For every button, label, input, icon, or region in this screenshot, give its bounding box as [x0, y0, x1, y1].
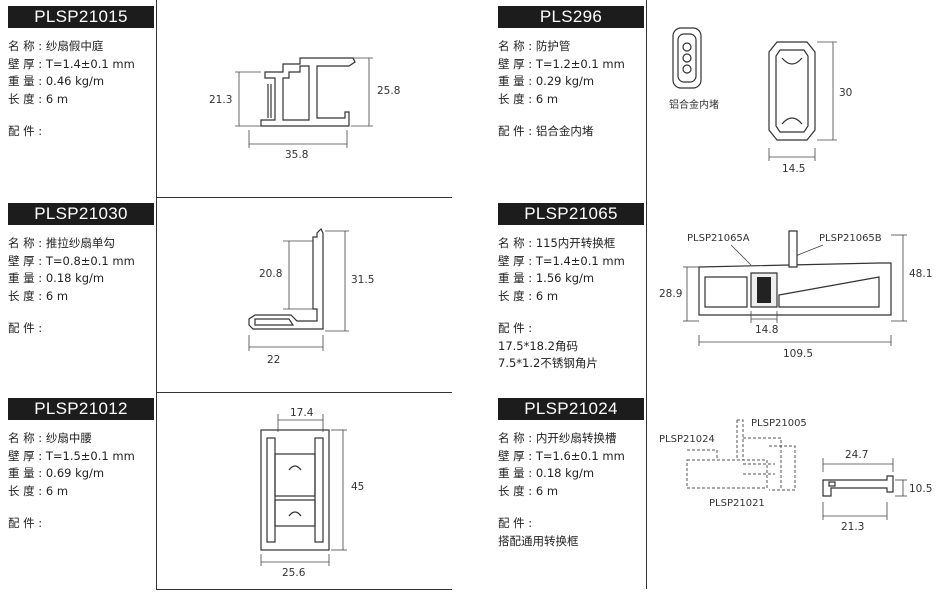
spec-list: 名 称 : 推拉纱扇单勾 壁 厚 : T=0.8±0.1 mm 重 量 : 0.…	[8, 235, 135, 338]
product-info: PLSP21030 名 称 : 推拉纱扇单勾 壁 厚 : T=0.8±0.1 m…	[0, 197, 156, 392]
model-badge: PLSP21012	[8, 398, 154, 420]
spec-thickness: 壁 厚 : T=1.5±0.1 mm	[8, 448, 135, 463]
dim-label: 21.3	[841, 521, 864, 533]
dim-label: 25.6	[282, 567, 306, 579]
spec-fittings: 配 件 :	[8, 516, 43, 530]
product-info: PLSP21012 名 称 : 纱扇中腰 壁 厚 : T=1.5±0.1 mm …	[0, 392, 156, 589]
dim-label: 25.8	[377, 85, 400, 97]
spec-list: 名 称 : 115内开转换框 壁 厚 : T=1.4±0.1 mm 重 量 : …	[498, 235, 625, 373]
dim-label: 17.4	[290, 407, 314, 419]
spec-weight: 重 量 : 0.18 kg/m	[498, 466, 595, 480]
spec-name: 名 称 : 纱扇中腰	[8, 431, 92, 445]
dim-label: 45	[351, 481, 364, 493]
model-badge: PLSP21024	[498, 398, 644, 420]
product-info: PLSP21015 名 称 : 纱扇假中庭 壁 厚 : T=1.4±0.1 mm…	[0, 0, 156, 197]
fitting-item: 7.5*1.2不锈钢角片	[498, 356, 598, 370]
dim-label: 31.5	[351, 274, 374, 286]
dim-label: 22	[267, 354, 280, 366]
profile-shape	[698, 230, 892, 316]
dim-label: 14.5	[782, 163, 805, 175]
part-label: PLSP21005	[751, 418, 807, 429]
part-label: 铝合金内堵	[669, 98, 719, 111]
profile-shape	[260, 429, 330, 551]
spec-length: 长 度 : 6 m	[8, 288, 69, 303]
spec-name: 名 称 : 纱扇假中庭	[8, 39, 104, 53]
profile-drawing: 铝合金内堵 30 14.5	[646, 0, 852, 197]
product-card-plsp21030: PLSP21030 名 称 : 推拉纱扇单勾 壁 厚 : T=0.8±0.1 m…	[0, 197, 452, 393]
spec-list: 名 称 : 纱扇假中庭 壁 厚 : T=1.4±0.1 mm 重 量 : 0.4…	[8, 38, 135, 141]
model-badge: PLSP21015	[8, 6, 154, 28]
spec-thickness: 壁 厚 : T=1.2±0.1 mm	[498, 56, 625, 71]
spec-thickness: 壁 厚 : T=1.6±0.1 mm	[498, 448, 625, 463]
spec-length: 长 度 : 6 m	[8, 91, 69, 106]
profile-drawing: 21.3 25.8 35.8	[156, 0, 452, 198]
profile-drawing: 20.8 31.5 22	[156, 197, 452, 393]
profile-drawing: PLSP21065A PLSP21065B 28.9 48.1 14.8 109…	[646, 197, 932, 392]
profile-shape	[260, 57, 356, 127]
spec-weight: 重 量 : 0.69 kg/m	[8, 466, 105, 480]
model-badge: PLSP21030	[8, 203, 154, 225]
part-label: PLSP21021	[709, 498, 765, 509]
dim-label: 30	[839, 87, 852, 99]
dim-label: 14.8	[755, 324, 778, 336]
profile-shape	[822, 475, 894, 497]
model-badge: PLS296	[498, 6, 644, 28]
profile-shape	[248, 227, 324, 330]
tube-shape	[768, 41, 816, 141]
spec-length: 长 度 : 6 m	[8, 483, 69, 498]
spec-fittings: 配 件 :	[8, 321, 43, 335]
product-card-plsp21024: PLSP21024 名 称 : 内开纱扇转换槽 壁 厚 : T=1.6±0.1 …	[490, 392, 947, 589]
product-card-plsp21015: PLSP21015 名 称 : 纱扇假中庭 壁 厚 : T=1.4±0.1 mm…	[0, 0, 452, 198]
fitting-item: 搭配通用转换框	[498, 533, 579, 548]
dim-label: 35.8	[285, 149, 308, 161]
inner-plug-shape	[672, 27, 702, 89]
spec-weight: 重 量 : 0.18 kg/m	[8, 271, 105, 285]
part-label: PLSP21065A	[687, 233, 750, 244]
profile-drawing: PLSP21005 PLSP21024 PLSP21021 24.7 10.5 …	[646, 392, 932, 589]
spec-name: 名 称 : 防护管	[498, 39, 571, 53]
spec-list: 名 称 : 防护管 壁 厚 : T=1.2±0.1 mm 重 量 : 0.29 …	[498, 38, 625, 141]
spec-fittings: 配 件 : 铝合金内堵	[498, 124, 594, 138]
spec-weight: 重 量 : 0.46 kg/m	[8, 74, 105, 88]
spec-name: 名 称 : 推拉纱扇单勾	[8, 236, 115, 250]
assembly-shape	[686, 419, 796, 491]
part-label: PLSP21065B	[819, 233, 882, 244]
spec-length: 长 度 : 6 m	[498, 91, 559, 106]
spec-fittings: 配 件 :	[498, 321, 533, 335]
part-label: PLSP21024	[659, 434, 715, 445]
profile-drawing: 17.4 45 25.6	[156, 392, 452, 590]
spec-name: 名 称 : 115内开转换框	[498, 236, 616, 250]
dim-label: 10.5	[909, 483, 932, 495]
spec-list: 名 称 : 纱扇中腰 壁 厚 : T=1.5±0.1 mm 重 量 : 0.69…	[8, 430, 135, 533]
dim-label: 24.7	[845, 449, 868, 461]
dim-label: 109.5	[783, 348, 813, 360]
spec-length: 长 度 : 6 m	[498, 483, 559, 498]
model-badge: PLSP21065	[498, 203, 644, 225]
product-info: PLSP21065 名 称 : 115内开转换框 壁 厚 : T=1.4±0.1…	[490, 197, 646, 392]
spec-thickness: 壁 厚 : T=1.4±0.1 mm	[498, 253, 625, 268]
spec-weight: 重 量 : 0.29 kg/m	[498, 74, 595, 88]
dim-label: 48.1	[909, 268, 932, 280]
spec-length: 长 度 : 6 m	[498, 288, 559, 303]
spec-list: 名 称 : 内开纱扇转换槽 壁 厚 : T=1.6±0.1 mm 重 量 : 0…	[498, 430, 625, 550]
spec-thickness: 壁 厚 : T=1.4±0.1 mm	[8, 56, 135, 71]
product-info: PLS296 名 称 : 防护管 壁 厚 : T=1.2±0.1 mm 重 量 …	[490, 0, 646, 197]
spec-weight: 重 量 : 1.56 kg/m	[498, 271, 595, 285]
product-card-pls296: PLS296 名 称 : 防护管 壁 厚 : T=1.2±0.1 mm 重 量 …	[490, 0, 947, 197]
dim-label: 20.8	[259, 268, 282, 280]
spec-fittings: 配 件 :	[8, 124, 43, 138]
product-card-plsp21065: PLSP21065 名 称 : 115内开转换框 壁 厚 : T=1.4±0.1…	[490, 197, 947, 392]
dim-label: 28.9	[659, 288, 682, 300]
spec-name: 名 称 : 内开纱扇转换槽	[498, 431, 617, 445]
spec-thickness: 壁 厚 : T=0.8±0.1 mm	[8, 253, 135, 268]
fitting-item: 17.5*18.2角码	[498, 338, 578, 353]
product-info: PLSP21024 名 称 : 内开纱扇转换槽 壁 厚 : T=1.6±0.1 …	[490, 392, 646, 589]
product-card-plsp21012: PLSP21012 名 称 : 纱扇中腰 壁 厚 : T=1.5±0.1 mm …	[0, 392, 452, 590]
dim-label: 21.3	[209, 94, 232, 106]
spec-fittings: 配 件 :	[498, 516, 533, 530]
